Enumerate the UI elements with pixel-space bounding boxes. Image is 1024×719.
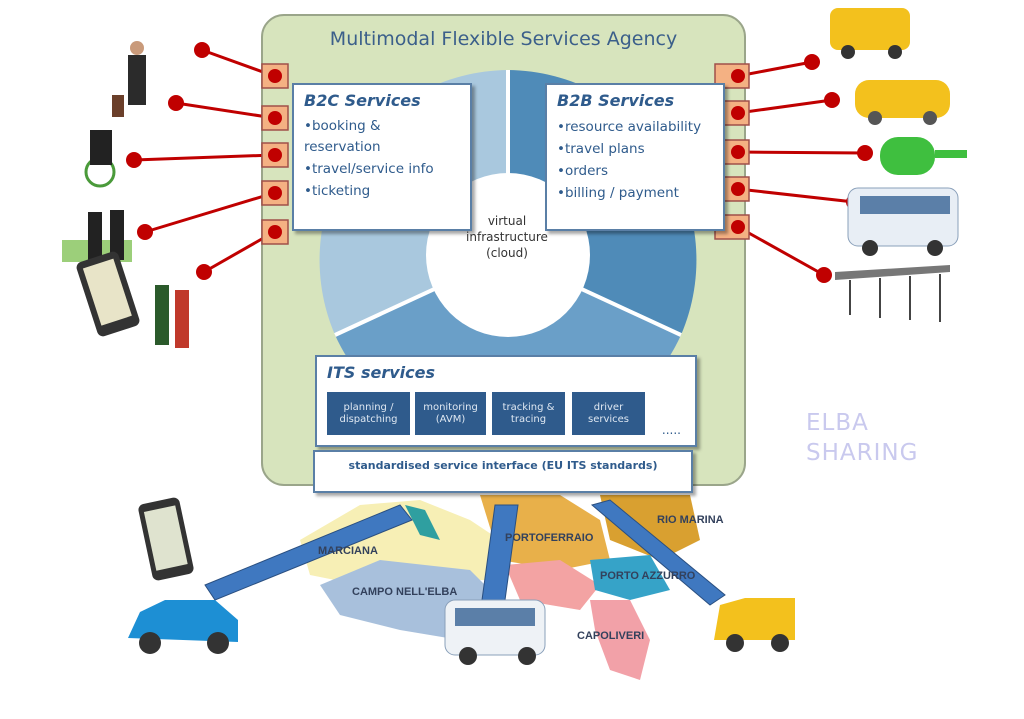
tile-line: dispatching bbox=[339, 413, 398, 425]
its-tile-monitoring: monitoring(AVM) bbox=[415, 392, 486, 435]
b2c-item: •ticketing bbox=[304, 183, 371, 199]
its-heading: ITS services bbox=[327, 363, 435, 382]
town-porto-azzurro: PORTO AZZURRO bbox=[600, 570, 696, 582]
its-services-box: ITS services planning /dispatching monit… bbox=[315, 355, 697, 447]
its-tile-tracking: tracking &tracing bbox=[492, 392, 565, 435]
brand-line2: SHARING bbox=[806, 440, 919, 466]
tile-line: tracing bbox=[510, 413, 547, 425]
cloud-label-line: infrastructure bbox=[466, 230, 548, 244]
b2c-heading: B2C Services bbox=[304, 91, 421, 110]
its-more: ..... bbox=[661, 423, 681, 437]
travellers-illustration bbox=[62, 41, 189, 348]
tile-line: services bbox=[587, 413, 630, 425]
cloud-label-line: (cloud) bbox=[486, 246, 528, 260]
tile-line: (AVM) bbox=[435, 413, 466, 425]
tile-line: monitoring bbox=[423, 401, 478, 413]
town-capoliveri: CAPOLIVERI bbox=[577, 630, 645, 642]
data-link-arrows bbox=[204, 499, 726, 606]
town-portoferraio: PORTOFERRAIO bbox=[505, 532, 594, 544]
brand-line1: ELBA bbox=[806, 410, 869, 436]
its-tile-planning: planning /dispatching bbox=[327, 392, 410, 435]
b2b-services-box: B2B Services •resource availability •tra… bbox=[545, 83, 725, 231]
b2c-links bbox=[126, 42, 289, 280]
town-marciana: MARCIANA bbox=[318, 545, 378, 557]
b2c-item: •travel/service info bbox=[304, 161, 434, 177]
b2b-item: •billing / payment bbox=[557, 185, 679, 201]
town-rio-marina: RIO MARINA bbox=[657, 514, 724, 526]
tile-line: driver bbox=[593, 401, 624, 413]
town-campo: CAMPO NELL'ELBA bbox=[352, 586, 458, 598]
standard-interface-box: standardised service interface (EU ITS s… bbox=[313, 450, 693, 493]
b2b-item: •resource availability bbox=[557, 119, 702, 135]
b2c-services-box: B2C Services •booking & reservation •tra… bbox=[292, 83, 472, 231]
fleet-illustration bbox=[830, 8, 967, 322]
cloud-label: virtual infrastructure (cloud) bbox=[452, 213, 562, 261]
tile-line: tracking & bbox=[502, 401, 555, 413]
b2b-item: •orders bbox=[557, 163, 608, 179]
b2c-item: •booking & reservation bbox=[304, 118, 381, 155]
vehicles-bottom bbox=[128, 497, 795, 665]
b2b-heading: B2B Services bbox=[557, 91, 675, 110]
cloud-label-line: virtual bbox=[487, 214, 527, 228]
b2b-item: •travel plans bbox=[557, 141, 645, 157]
diagram-title: Multimodal Flexible Services Agency bbox=[329, 28, 678, 50]
tile-line: planning / bbox=[343, 401, 394, 413]
